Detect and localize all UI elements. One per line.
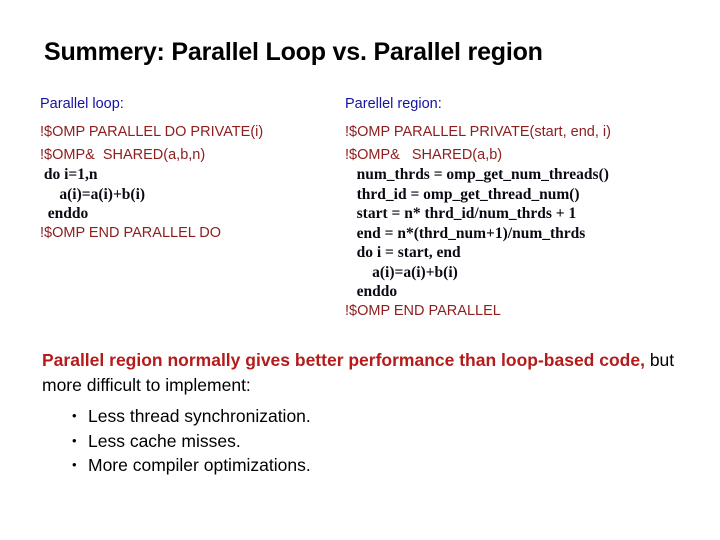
bullet-dot-icon: • — [72, 457, 77, 472]
code-line: !$OMP& SHARED(a,b,n) — [40, 146, 206, 163]
code-line: do i = start, end — [345, 244, 461, 261]
code-line: a(i)=a(i)+b(i) — [345, 263, 458, 281]
code-line: num_thrds = omp_get_num_threads() — [345, 166, 609, 183]
bullet-dot-icon: • — [72, 432, 77, 448]
list-item-label: Less cache misses. — [88, 430, 241, 451]
code-line: do i=1,n — [40, 166, 98, 183]
list-item-label: Less thread synchronization. — [88, 406, 311, 426]
code-line: start = n* thrd_id/num_thrds + 1 — [345, 205, 577, 222]
code-line: !$OMP END PARALLEL — [345, 302, 501, 319]
list-item: • Less cache misses. — [42, 429, 662, 454]
code-line: end = n*(thrd_num+1)/num_thrds — [345, 224, 586, 242]
list-item: • More compiler optimizations. — [42, 453, 662, 478]
conclusion-paragraph: Parallel region normally gives better pe… — [42, 348, 692, 398]
page-title: Summery: Parallel Loop vs. Parallel regi… — [44, 38, 543, 66]
code-line: enddo — [345, 283, 398, 300]
code-line: !$OMP& SHARED(a,b) — [345, 146, 503, 163]
parallel-loop-heading: Parallel loop: — [40, 96, 124, 112]
parallel-loop-column: Parallel loop: !$OMP PARALLEL DO PRIVATE… — [40, 96, 350, 243]
benefits-list: • Less thread synchronization. • Less ca… — [42, 404, 662, 478]
parallel-region-heading: Parellel region: — [345, 96, 442, 112]
code-line: enddo — [40, 205, 89, 222]
parallel-region-column: Parellel region: !$OMP PARALLEL PRIVATE(… — [345, 96, 705, 321]
bullet-dot-icon: • — [72, 408, 77, 423]
list-item-label: More compiler optimizations. — [88, 455, 311, 475]
conclusion-emphasis: Parallel region normally gives better pe… — [42, 350, 645, 370]
code-line: thrd_id = omp_get_thread_num() — [345, 185, 580, 203]
code-line: !$OMP PARALLEL DO PRIVATE(i) — [40, 124, 264, 140]
list-item: • Less thread synchronization. — [42, 404, 662, 429]
code-line: !$OMP PARALLEL PRIVATE(start, end, i) — [345, 124, 611, 140]
code-line: a(i)=a(i)+b(i) — [40, 185, 146, 203]
code-line: !$OMP END PARALLEL DO — [40, 224, 222, 241]
conclusion-rest: but more difficult to implement: — [42, 350, 675, 395]
